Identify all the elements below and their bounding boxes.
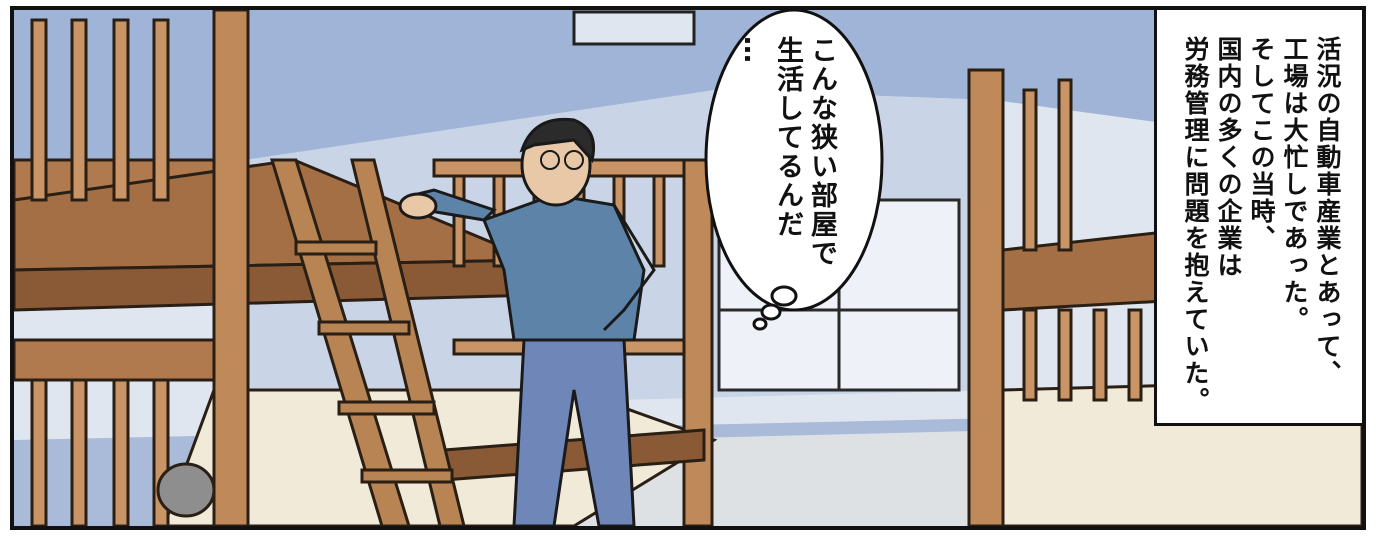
speech-line-2: 生活してるんだ bbox=[772, 36, 803, 239]
narration-line-1: 活況の自動車産業とあって、 bbox=[1313, 36, 1342, 387]
dormitory-scene bbox=[14, 10, 1362, 526]
left-bunk-bed bbox=[14, 10, 718, 526]
narration-text: 活況の自動車産業とあって、 工場は大忙しであった。 そしてこの当時、 国内の多く… bbox=[1179, 36, 1344, 416]
speech-line-1: こんな狭い部屋で bbox=[806, 36, 837, 268]
thought-bubble bbox=[704, 10, 884, 331]
narration-box bbox=[1154, 10, 1362, 426]
narration-line-3: そしてこの当時、 bbox=[1247, 36, 1276, 252]
ceiling-light bbox=[572, 10, 696, 46]
speech-line-3: … bbox=[738, 36, 769, 65]
ladder bbox=[269, 158, 466, 526]
narration-line-4: 国内の多くの企業は bbox=[1214, 36, 1243, 279]
speech-bubble-text: こんな狭い部屋で 生活してるんだ … bbox=[736, 36, 838, 276]
narration-line-5: 労務管理に問題を抱えていた。 bbox=[1181, 36, 1210, 414]
man-character bbox=[398, 117, 656, 526]
manga-panel: こんな狭い部屋で 生活してるんだ … 活況の自動車産業とあって、 工場は大忙しで… bbox=[10, 6, 1366, 530]
narration-line-2: 工場は大忙しであった。 bbox=[1280, 36, 1309, 333]
